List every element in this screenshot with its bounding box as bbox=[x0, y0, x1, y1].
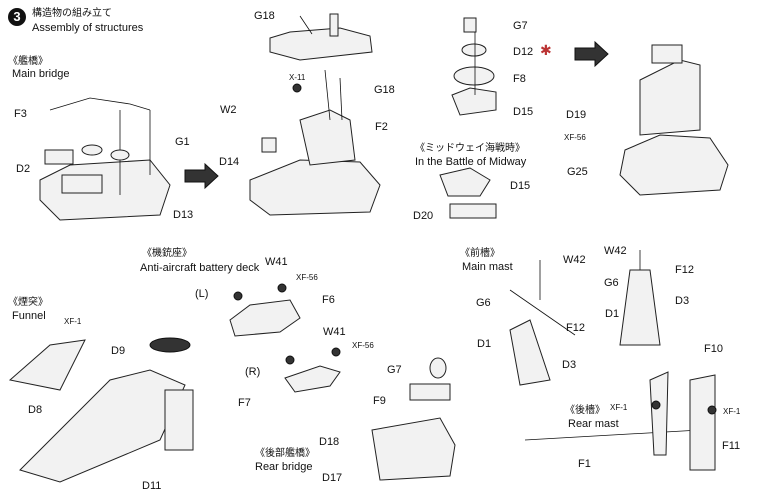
part-label: F1 bbox=[578, 458, 591, 470]
aa-deck-left bbox=[229, 283, 301, 337]
funnel-jp: 《煙突》 bbox=[8, 297, 48, 308]
part-label: G7 bbox=[513, 20, 528, 32]
part-label: F6 bbox=[322, 294, 335, 306]
midway-en: In the Battle of Midway bbox=[415, 156, 527, 168]
part-label: D2 bbox=[16, 163, 31, 175]
aa-deck-en: Anti-aircraft battery deck bbox=[140, 262, 260, 274]
part-label: D9 bbox=[111, 345, 126, 357]
part-label: F8 bbox=[513, 73, 526, 85]
part-label: D11 bbox=[142, 480, 162, 492]
part-label: F10 bbox=[704, 343, 723, 355]
part-label: W41 bbox=[323, 326, 346, 338]
part-label: F12 bbox=[566, 322, 585, 334]
top-structure-assembly bbox=[269, 13, 373, 61]
side-left-mark: (L) bbox=[195, 288, 209, 300]
part-label: F12 bbox=[675, 264, 694, 276]
step-number: 3 bbox=[8, 8, 26, 26]
aa-deck-jp: 《機銃座》 bbox=[142, 248, 192, 259]
part-label: D1 bbox=[477, 338, 492, 350]
svg-text:✱: ✱ bbox=[540, 42, 552, 58]
part-label: G7 bbox=[387, 364, 402, 376]
part-label: D20 bbox=[413, 210, 434, 222]
part-label: D14 bbox=[219, 156, 240, 168]
bridge-center-assembly bbox=[249, 69, 381, 216]
part-label: D3 bbox=[675, 295, 690, 307]
step-title-en: Assembly of structures bbox=[32, 22, 144, 34]
part-label: F11 bbox=[722, 440, 741, 452]
rear-bridge-en: Rear bridge bbox=[255, 461, 313, 473]
main-mast-assembly bbox=[509, 250, 661, 386]
part-label: D15 bbox=[513, 106, 534, 118]
step-title-jp: 構造物の組み立て bbox=[32, 8, 112, 19]
part-label: W42 bbox=[563, 254, 586, 266]
part-label: G1 bbox=[175, 136, 190, 148]
part-label: D1 bbox=[605, 308, 620, 320]
part-label: G6 bbox=[604, 277, 619, 289]
part-label: F2 bbox=[375, 121, 388, 133]
part-label: W41 bbox=[265, 256, 288, 268]
main-bridge-en: Main bridge bbox=[12, 68, 70, 80]
completed-bridge bbox=[619, 44, 729, 196]
main-bridge-jp: 《艦橋》 bbox=[8, 56, 48, 67]
rear-mast-assembly bbox=[524, 371, 717, 471]
part-label: W2 bbox=[220, 104, 237, 116]
part-label: W42 bbox=[604, 245, 627, 257]
main-mast-jp: 《前檣》 bbox=[460, 248, 500, 259]
part-label: G25 bbox=[567, 166, 588, 178]
part-label: XF-56 bbox=[352, 341, 374, 350]
mast-top-parts: ✱ bbox=[451, 17, 552, 116]
rear-bridge-jp: 《後部艦橋》 bbox=[255, 448, 315, 459]
part-label: XF-1 bbox=[723, 407, 741, 416]
rear-mast-jp: 《後檣》 bbox=[565, 405, 605, 416]
part-label: F7 bbox=[238, 397, 251, 409]
part-label: D12 bbox=[513, 46, 534, 58]
part-label: F9 bbox=[373, 395, 386, 407]
part-label: XF-56 bbox=[564, 133, 586, 142]
part-label: XF-56 bbox=[296, 273, 318, 282]
midway-variant bbox=[439, 167, 497, 219]
main-mast-en: Main mast bbox=[462, 261, 513, 273]
part-label: X-11 bbox=[289, 73, 306, 82]
part-label: F3 bbox=[14, 108, 27, 120]
aa-deck-right bbox=[284, 347, 341, 393]
rear-bridge-assembly bbox=[371, 357, 456, 481]
part-label: D15 bbox=[510, 180, 531, 192]
main-bridge-assembly bbox=[39, 97, 171, 221]
side-right-mark: (R) bbox=[245, 366, 261, 378]
midway-jp: 《ミッドウェイ海戦時》 bbox=[415, 143, 525, 154]
part-label: XF-1 bbox=[64, 317, 82, 326]
funnel-en: Funnel bbox=[12, 310, 46, 322]
funnel-assembly bbox=[8, 337, 194, 483]
part-label: G6 bbox=[476, 297, 491, 309]
part-label: D18 bbox=[319, 436, 340, 448]
part-label: G18 bbox=[254, 10, 275, 22]
assembly-arrows bbox=[184, 40, 609, 190]
part-label: D19 bbox=[566, 109, 587, 121]
part-label: D8 bbox=[28, 404, 43, 416]
part-label: D17 bbox=[322, 472, 343, 484]
part-label: G18 bbox=[374, 84, 395, 96]
part-label: D13 bbox=[173, 209, 194, 221]
part-label: XF-1 bbox=[610, 403, 628, 412]
rear-mast-en: Rear mast bbox=[568, 418, 619, 430]
part-label: D3 bbox=[562, 359, 577, 371]
